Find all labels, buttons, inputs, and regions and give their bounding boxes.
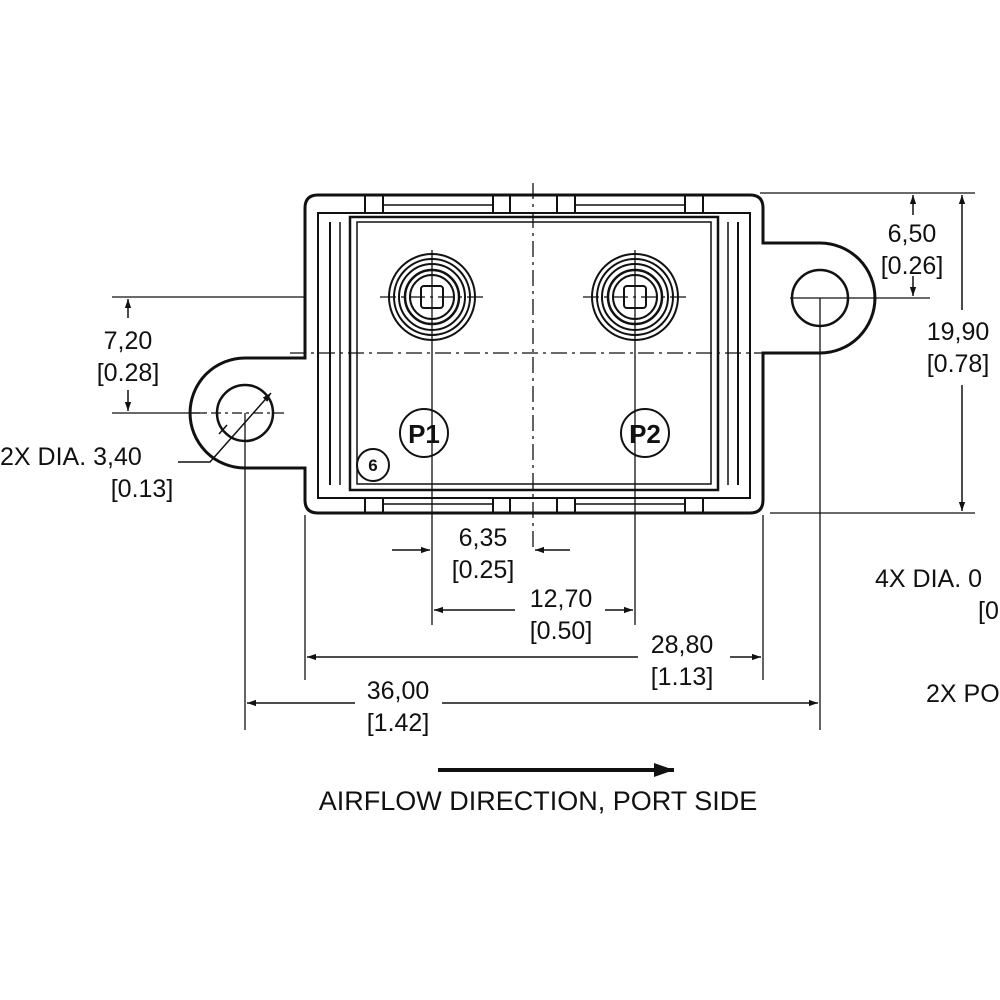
port-p1-label: P1 bbox=[408, 419, 440, 449]
dim-hole-dia-in: [0.13] bbox=[111, 475, 174, 503]
dim-36-00-mm: 36,00 bbox=[367, 677, 430, 705]
dim-6-35-in: [0.25] bbox=[452, 556, 515, 584]
port-p2-label: P2 bbox=[629, 419, 661, 449]
dim-36-00-in: [1.42] bbox=[367, 709, 430, 737]
center-lines bbox=[112, 183, 975, 730]
dimension-texts: 6,50 [0.26] 19,90 [0.78] 7,20 [0.28] 2X … bbox=[0, 220, 1000, 737]
airflow-caption: AIRFLOW DIRECTION, PORT SIDE bbox=[319, 786, 758, 816]
port-label-p2: P2 bbox=[620, 408, 670, 458]
callout-6: 6 bbox=[356, 448, 390, 482]
dim-7-20-mm: 7,20 bbox=[104, 327, 153, 355]
dim-7-20-in: [0.28] bbox=[97, 359, 160, 387]
dim-28-80-in: [1.13] bbox=[651, 663, 714, 691]
dim-6-35-mm: 6,35 bbox=[459, 524, 508, 552]
port-label-p1: P1 bbox=[399, 408, 449, 458]
dim-port-count: 2X PO bbox=[926, 680, 1000, 708]
dim-12-70-in: [0.50] bbox=[530, 617, 593, 645]
dim-19-90-in: [0.78] bbox=[927, 350, 990, 378]
callout-6-label: 6 bbox=[368, 456, 377, 475]
dim-28-80-mm: 28,80 bbox=[651, 631, 714, 659]
dim-hole-dia-mm: 2X DIA. 3,40 bbox=[0, 443, 142, 471]
dim-6-50-in: [0.26] bbox=[881, 252, 944, 280]
dim-port-dia-in: [0 bbox=[978, 597, 999, 625]
dimension-lines bbox=[124, 195, 966, 707]
dim-port-dia-mm: 4X DIA. 0 bbox=[875, 565, 982, 593]
dim-6-50-mm: 6,50 bbox=[888, 220, 937, 248]
dim-19-90-mm: 19,90 bbox=[927, 318, 990, 346]
dim-12-70-mm: 12,70 bbox=[530, 585, 593, 613]
